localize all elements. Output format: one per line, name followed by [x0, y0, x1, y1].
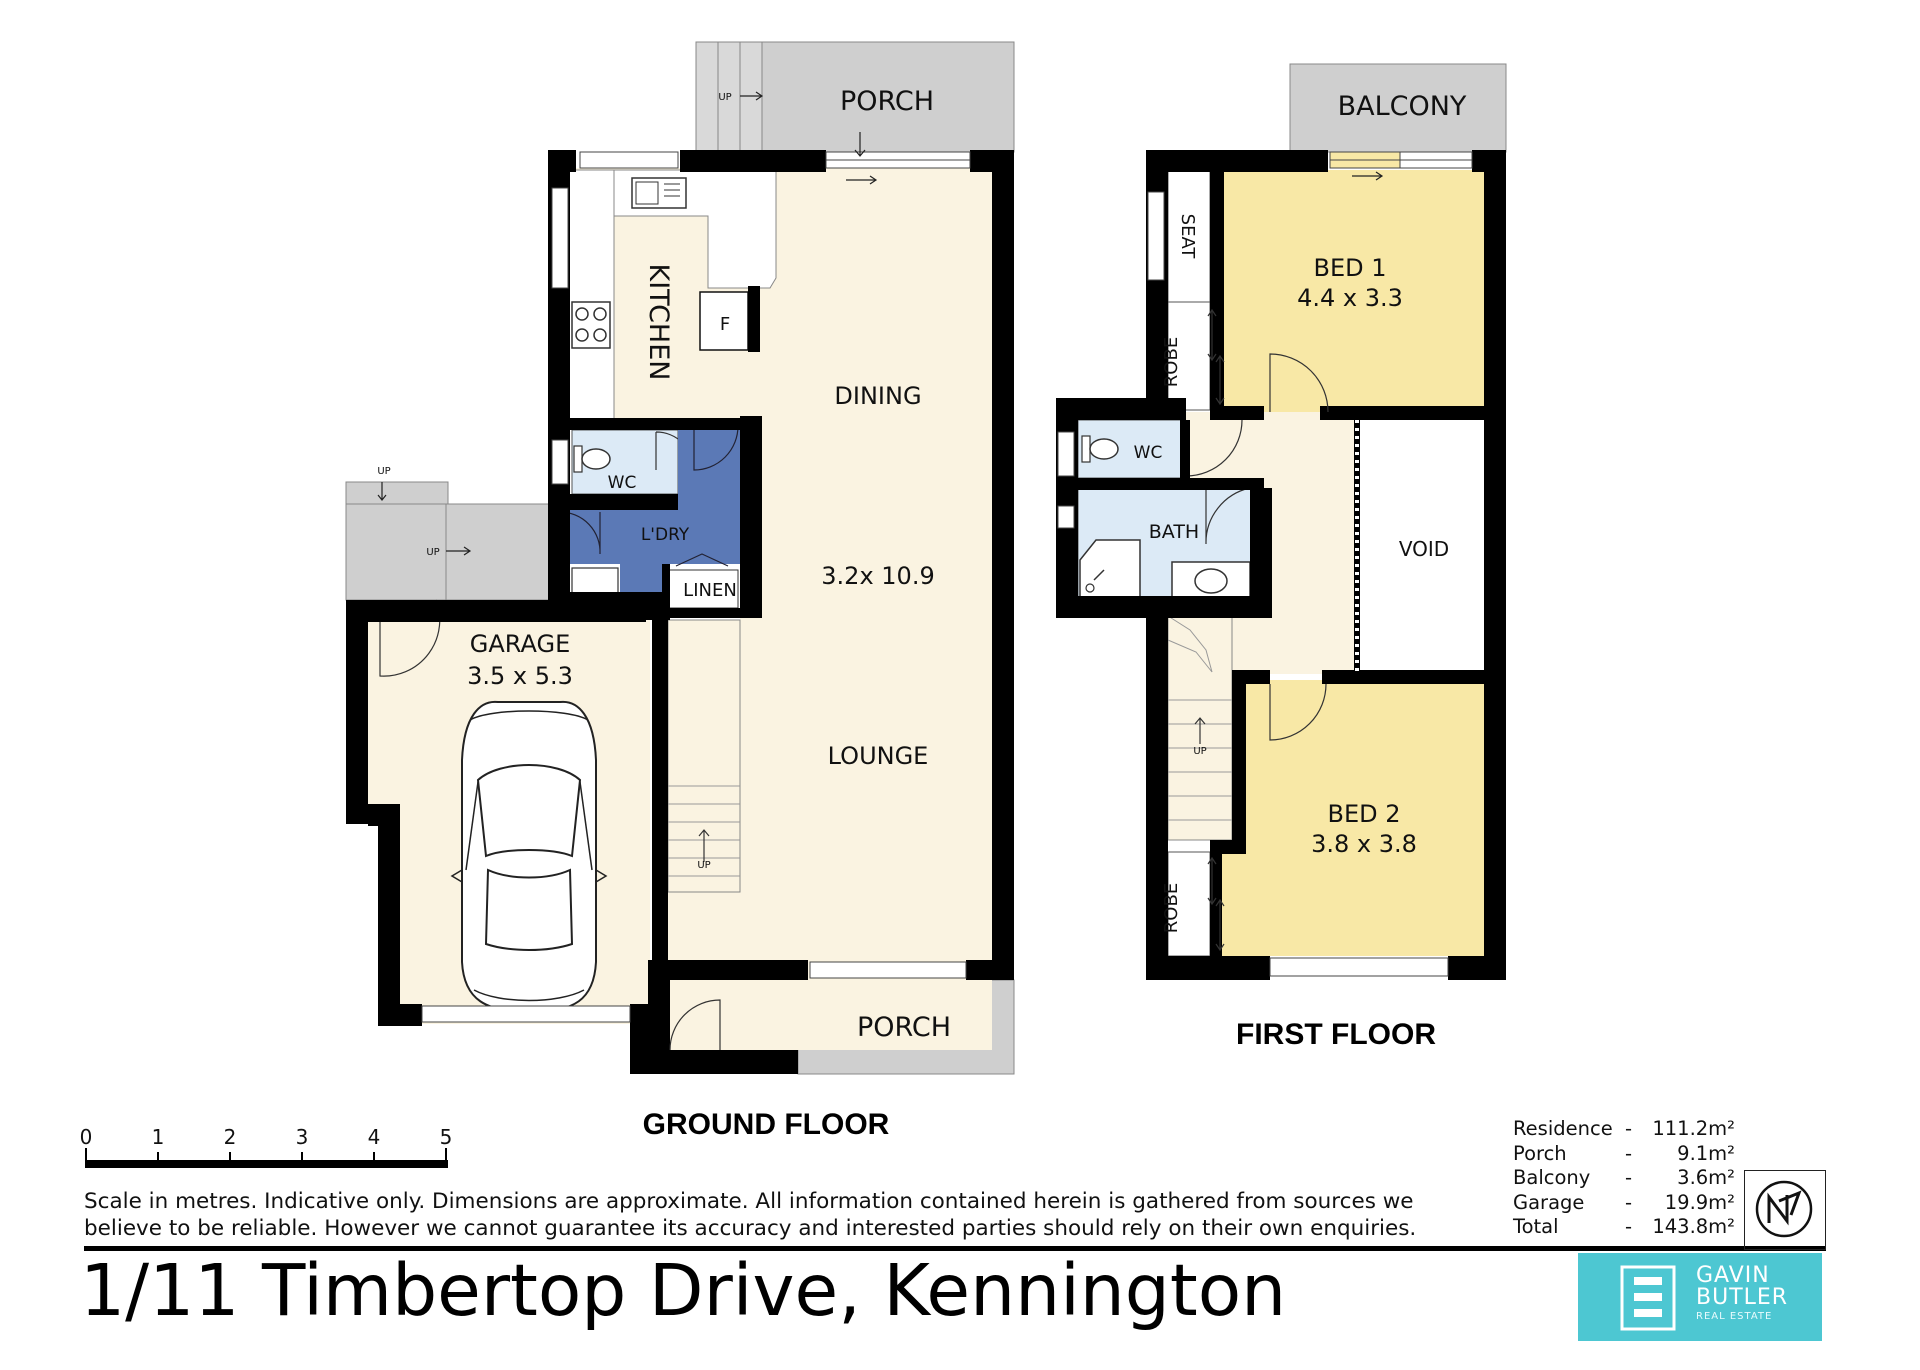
first-floor-title: FIRST FLOOR: [1236, 1018, 1436, 1051]
title-rule: [84, 1246, 1826, 1251]
porch-steps: [695, 41, 763, 153]
laundry-label: L'DRY: [641, 525, 690, 545]
shower-icon: [1079, 539, 1141, 599]
robe1: [1167, 301, 1211, 411]
laundry: [550, 420, 740, 608]
scale-tick-4: 4: [368, 1125, 381, 1149]
cooktop-icon: [571, 301, 611, 349]
stairs-first-label: UP: [1193, 746, 1206, 757]
balcony-label: BALCONY: [1338, 91, 1467, 122]
toilet-icon: [1081, 435, 1119, 463]
first-floor-plan: BALCONY SEAT BED 1 4.4 x 3.3 ROBE WC BAT…: [1056, 63, 1507, 1051]
bed2-size: 3.8 x 3.8: [1311, 830, 1417, 858]
area-schedule: Residence - 111.2m² Porch - 9.1m² Balcon…: [1513, 1117, 1735, 1240]
fridge: [699, 291, 749, 351]
area-name: Total: [1513, 1215, 1559, 1238]
bed1-floor: [1210, 170, 1486, 412]
garage-label: GARAGE: [470, 630, 570, 658]
area-separator: -: [1625, 1166, 1633, 1189]
scale-tick-5: 5: [440, 1125, 453, 1149]
robe2: [1167, 851, 1211, 957]
void-area: [1358, 420, 1486, 670]
disclaimer-line-1: Scale in metres. Indicative only. Dimens…: [84, 1189, 1414, 1214]
porch-bottom-label: PORCH: [857, 1012, 951, 1043]
lounge-label: LOUNGE: [828, 742, 929, 770]
side-steps-area: [345, 481, 449, 505]
garage-size: 3.5 x 5.3: [467, 662, 573, 690]
area-name: Porch: [1513, 1141, 1567, 1165]
gavin-butler-logo: GAVIN BUTLER REAL ESTATE: [1578, 1253, 1822, 1341]
car-icon: [450, 700, 608, 1014]
disclaimer-line-2: believe to be reliable. However we canno…: [84, 1216, 1417, 1241]
side-porch-area: [345, 503, 551, 601]
ground-floor-plan: PORCH UP KITCHEN F DINING 3.2x 10.9 LOUN…: [345, 41, 1015, 1141]
bed1-label: BED 1: [1313, 254, 1386, 282]
area-row-garage: Garage - 19.9m²: [1513, 1191, 1735, 1216]
area-name: Garage: [1513, 1190, 1585, 1214]
area-name: Balcony: [1513, 1166, 1591, 1189]
scale-tick-2: 2: [224, 1125, 237, 1149]
area-value: 143.8m²: [1652, 1215, 1735, 1238]
area-row-balcony: Balcony - 3.6m²: [1513, 1166, 1735, 1191]
area-row-total: Total - 143.8m²: [1513, 1215, 1735, 1240]
area-row-residence: Residence - 111.2m²: [1513, 1117, 1735, 1142]
scale-tick-1: 1: [152, 1125, 165, 1149]
seat-label: SEAT: [1177, 214, 1198, 260]
fridge-label: F: [720, 314, 730, 335]
area-row-porch: Porch - 9.1m²: [1513, 1142, 1735, 1167]
area-name: Residence: [1513, 1117, 1613, 1140]
side-steps-top-label: UP: [377, 466, 390, 477]
scale-tick-0: 0: [80, 1125, 93, 1149]
wc-ground-label: WC: [608, 473, 637, 493]
stairs-ground-label: UP: [697, 860, 710, 871]
bed2-label: BED 2: [1327, 800, 1400, 828]
area-value: 9.1m²: [1677, 1141, 1735, 1165]
bed2-floor: [1210, 680, 1486, 956]
toilet-icon: [573, 445, 611, 473]
disclaimer: Scale in metres. Indicative only. Dimens…: [84, 1188, 1494, 1242]
basin-icon: [1171, 561, 1251, 599]
agency-subtitle: REAL ESTATE: [1696, 1311, 1773, 1322]
porch-top-label: PORCH: [840, 86, 934, 117]
area-separator: -: [1625, 1141, 1633, 1165]
ground-walls: [346, 150, 1014, 1074]
area-value: 3.6m²: [1677, 1166, 1735, 1189]
agency-name-line-1: GAVIN: [1696, 1263, 1770, 1288]
area-value: 111.2m²: [1652, 1117, 1735, 1140]
linen-cupboard: [665, 569, 739, 609]
side-steps-label: UP: [426, 547, 439, 558]
robe2-label: ROBE: [1161, 883, 1182, 933]
area-value: 19.9m²: [1664, 1190, 1735, 1214]
balcony-area: [1289, 63, 1507, 153]
north-arrow-icon: [1744, 1170, 1826, 1250]
ground-floor-title: GROUND FLOOR: [643, 1108, 890, 1141]
void-label: VOID: [1399, 537, 1449, 561]
bath-label: BATH: [1149, 521, 1199, 543]
porch-steps-label: UP: [718, 92, 731, 103]
property-address: 1/11 Timbertop Drive, Kennington: [80, 1249, 1287, 1332]
scale-tick-3: 3: [296, 1125, 309, 1149]
area-separator: -: [1625, 1117, 1633, 1140]
kitchen-bench: [565, 169, 615, 421]
dining-lounge-size: 3.2x 10.9: [821, 562, 934, 590]
linen-label: LINEN: [683, 580, 737, 601]
kitchen-label: KITCHEN: [643, 264, 674, 381]
agency-name-line-2: BUTLER: [1696, 1285, 1789, 1310]
area-separator: -: [1625, 1190, 1633, 1214]
area-separator: -: [1625, 1215, 1633, 1238]
wc-first-label: WC: [1134, 443, 1163, 463]
robe1-label: ROBE: [1161, 337, 1182, 387]
scale-bar: 0 1 2 3 4 5: [80, 1125, 453, 1168]
seat: [1167, 169, 1211, 303]
bed1-size: 4.4 x 3.3: [1297, 284, 1403, 312]
dining-label: DINING: [834, 382, 921, 410]
sink-icon: [631, 177, 687, 209]
